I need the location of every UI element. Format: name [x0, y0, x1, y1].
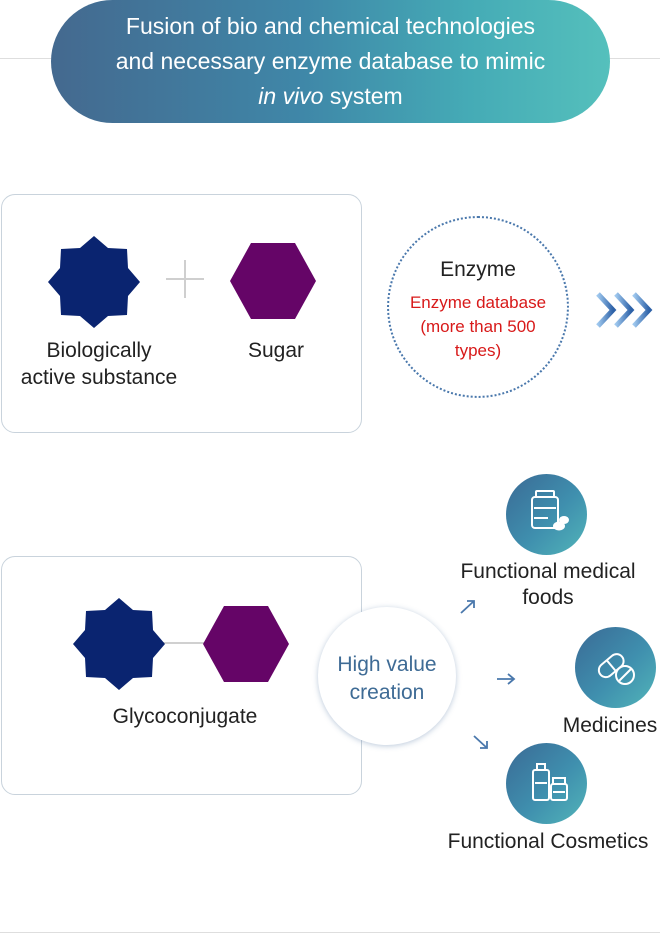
high-value-text: High value creation	[318, 651, 456, 707]
glycoconjugate-box	[1, 556, 362, 795]
triple-chevron-right-icon	[596, 292, 653, 328]
sugar-label: Sugar	[247, 339, 305, 362]
high-value-line-1: High value	[337, 653, 437, 676]
cosmetic-bottles-icon	[506, 743, 587, 824]
header-line-2: and necessary enzyme database to mimic	[115, 48, 546, 74]
glycoconjugate-star	[73, 598, 165, 690]
header-line-3-rest: system	[323, 83, 403, 109]
arrow-up-right-icon	[460, 600, 475, 614]
arrow-down-right-icon	[473, 735, 488, 749]
bottom-divider	[0, 932, 660, 933]
enzyme-desc-line-1: Enzyme database	[409, 293, 547, 312]
substance-label-line-2: active substance	[20, 366, 178, 389]
plus-icon	[166, 260, 204, 298]
header-italic: in vivo	[258, 83, 324, 109]
capsule-icon	[575, 627, 656, 708]
high-value-circle: High value creation	[318, 607, 456, 745]
biologically-active-substance-star	[48, 236, 140, 328]
glycoconjugate-label: Glycoconjugate	[112, 705, 258, 728]
enzyme-desc-line-2: (more than 500	[420, 317, 536, 336]
enzyme-title: Enzyme	[440, 258, 516, 281]
medical-foods-line-2: foods	[522, 586, 574, 609]
medicines-label: Medicines	[562, 714, 658, 737]
enzyme-database-text: Enzyme database (more than 500 types)	[397, 291, 559, 363]
header-line-1: Fusion of bio and chemical technologies	[125, 13, 536, 39]
substance-label-line-1: Biologically	[46, 339, 152, 362]
high-value-line-2: creation	[349, 681, 425, 704]
functional-cosmetics-label: Functional Cosmetics	[447, 830, 649, 853]
glycoconjugate-hexagon	[203, 606, 289, 682]
header-line-3: in vivo system	[51, 79, 610, 114]
bottle-pills-icon	[506, 474, 587, 555]
sugar-hexagon	[230, 243, 316, 319]
medical-foods-line-1: Functional medical	[460, 560, 636, 583]
arrow-right-icon	[497, 673, 516, 685]
header-banner: Fusion of bio and chemical technologies …	[51, 0, 610, 123]
enzyme-circle: Enzyme Enzyme database (more than 500 ty…	[387, 216, 569, 398]
substance-label: Biologically active substance	[6, 337, 192, 391]
functional-medical-foods-label: Functional medical foods	[448, 559, 648, 611]
enzyme-desc-line-3: types)	[454, 341, 502, 360]
